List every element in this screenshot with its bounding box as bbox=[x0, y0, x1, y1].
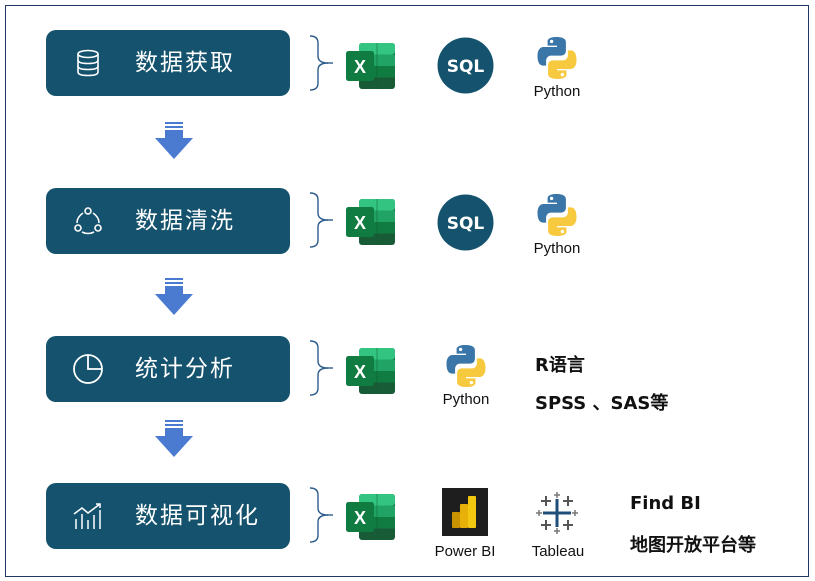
pie-chart-icon bbox=[73, 354, 103, 384]
brace-icon bbox=[306, 191, 334, 249]
sql-icon: SQL bbox=[437, 194, 494, 251]
r-language-label: R语言 bbox=[535, 355, 585, 376]
excel-icon: X bbox=[345, 346, 397, 396]
stage-data-visualization: 数据可视化 bbox=[46, 483, 290, 549]
tableau-label: Tableau bbox=[531, 543, 585, 560]
python-icon bbox=[533, 34, 581, 82]
python-label: Python bbox=[442, 391, 490, 408]
stage-label: 统计分析 bbox=[135, 356, 235, 382]
spss-sas-label: SPSS 、SAS等 bbox=[535, 393, 669, 414]
brace-icon bbox=[306, 339, 334, 397]
sql-icon: SQL bbox=[437, 37, 494, 94]
python-icon bbox=[533, 191, 581, 239]
excel-icon: X bbox=[345, 41, 397, 91]
excel-icon: X bbox=[345, 492, 397, 542]
brace-icon bbox=[306, 34, 334, 92]
sql-label: SQL bbox=[447, 57, 485, 77]
map-platform-label: 地图开放平台等 bbox=[630, 535, 756, 556]
stage-label: 数据清洗 bbox=[135, 208, 235, 234]
power-bi-label: Power BI bbox=[434, 543, 496, 560]
excel-letter: X bbox=[354, 213, 366, 233]
bar-trend-icon bbox=[73, 503, 101, 529]
python-icon bbox=[442, 342, 490, 390]
python-label: Python bbox=[533, 83, 581, 100]
excel-letter: X bbox=[354, 508, 366, 528]
tableau-icon bbox=[535, 491, 579, 535]
power-bi-icon bbox=[442, 488, 488, 536]
cycle-icon bbox=[74, 207, 102, 235]
down-arrow-icon bbox=[154, 420, 194, 458]
stage-data-cleaning: 数据清洗 bbox=[46, 188, 290, 254]
excel-letter: X bbox=[354, 57, 366, 77]
stage-label: 数据可视化 bbox=[135, 503, 260, 529]
python-label: Python bbox=[533, 240, 581, 257]
brace-icon bbox=[306, 486, 334, 544]
diagram-frame bbox=[5, 5, 809, 577]
down-arrow-icon bbox=[154, 278, 194, 316]
stage-data-acquisition: 数据获取 bbox=[46, 30, 290, 96]
find-bi-label: Find BI bbox=[630, 493, 701, 514]
stage-label: 数据获取 bbox=[135, 50, 235, 76]
excel-icon: X bbox=[345, 197, 397, 247]
excel-letter: X bbox=[354, 362, 366, 382]
sql-label: SQL bbox=[447, 214, 485, 234]
database-icon bbox=[77, 49, 99, 77]
down-arrow-icon bbox=[154, 122, 194, 160]
stage-statistical-analysis: 统计分析 bbox=[46, 336, 290, 402]
